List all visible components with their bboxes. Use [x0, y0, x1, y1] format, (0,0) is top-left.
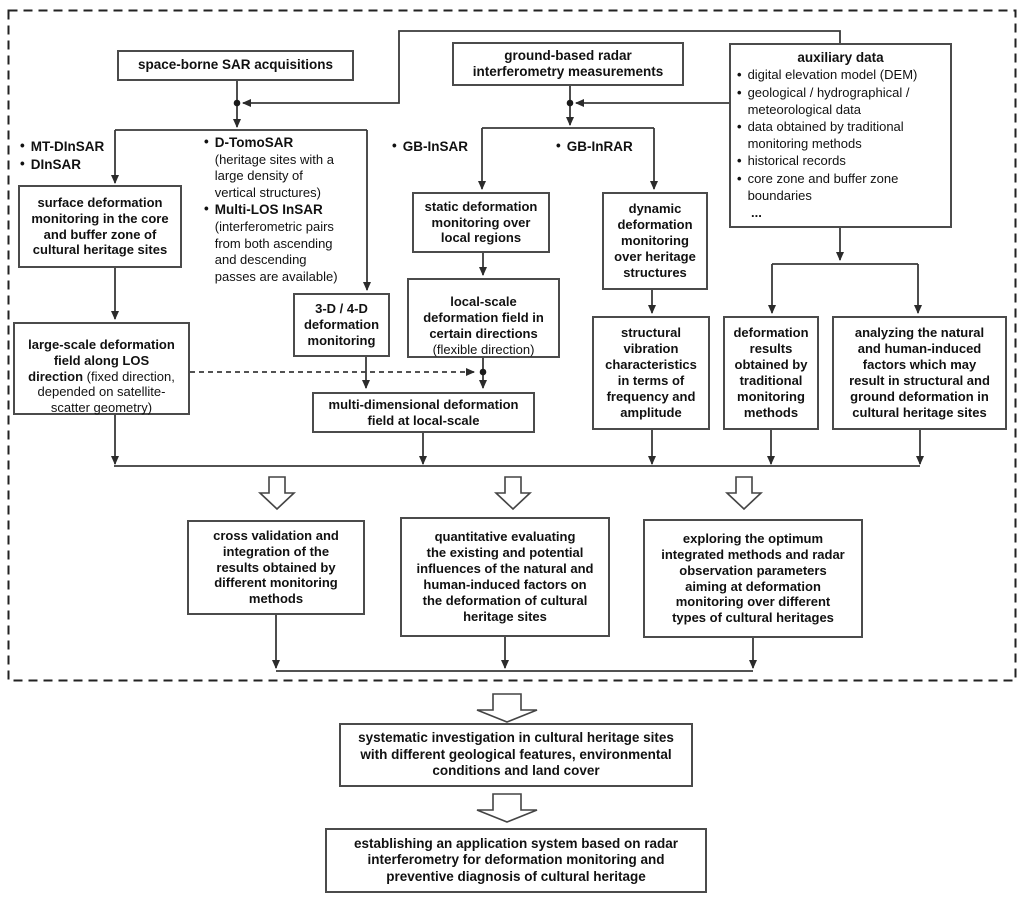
box-establishing-system: establishing an application system based…: [325, 828, 707, 893]
box-deformation-results: deformation results obtained by traditio…: [723, 316, 819, 430]
large-scale-note: (fixed direction, depended on satellite-…: [37, 368, 175, 416]
down-block-arrow-icon: [476, 693, 538, 723]
box-cross-validation: cross validation and integration of the …: [187, 520, 365, 615]
bullet-icon: •: [20, 138, 25, 153]
label-gb-insar: • GB-InSAR: [392, 138, 468, 156]
block-arrow-icons: [257, 476, 764, 823]
label-gb-inrar: • GB-InRAR: [556, 138, 633, 156]
label-tomo-methods: • D-TomoSAR (heritage sites with a large…: [204, 134, 368, 285]
down-block-arrow-icon: [724, 476, 764, 511]
box-systematic-investigation: systematic investigation in cultural her…: [339, 723, 693, 787]
auxiliary-data-title: auxiliary data: [797, 50, 884, 66]
box-surface-deformation: surface deformation monitoring in the co…: [18, 185, 182, 268]
label-d-tomosar-desc: (heritage sites with a large density of …: [214, 151, 334, 200]
gb-inrar-text: GB-InRAR: [566, 139, 633, 154]
local-scale-note: (flexible direction): [432, 341, 535, 357]
aux-item: geological / hydrographical / meteorolog…: [747, 84, 910, 117]
bullet-icon: •: [737, 171, 742, 187]
box-quantitative-evaluating: quantitative evaluating the existing and…: [400, 517, 610, 637]
box-space-borne-sar: space-borne SAR acquisitions: [117, 50, 354, 81]
bullet-icon: •: [737, 153, 742, 169]
local-scale-bold: local-scale deformation field in certain…: [423, 294, 544, 341]
bullet-icon: •: [204, 201, 209, 217]
large-scale-bold: large-scale deformation field along LOS …: [28, 336, 175, 384]
list-item: • digital elevation model (DEM): [737, 67, 917, 84]
aux-item: core zone and buffer zone boundaries: [747, 171, 899, 203]
bullet-icon: •: [737, 67, 742, 83]
gb-insar-text: GB-InSAR: [402, 139, 468, 154]
box-multi-dimensional-field: multi-dimensional deformation field at l…: [312, 392, 535, 433]
aux-item: historical records: [747, 153, 846, 169]
box-auxiliary-data: auxiliary data • digital elevation model…: [729, 43, 952, 228]
label-d-tomosar: D-TomoSAR: [214, 135, 294, 150]
label-spaceborne-methods: • MT-DInSAR • DInSAR: [20, 138, 104, 173]
down-block-arrow-icon: [493, 476, 533, 511]
down-block-arrow-icon: [476, 793, 538, 823]
box-static-deformation: static deformation monitoring over local…: [412, 192, 550, 253]
aux-item: data obtained by traditional monitoring …: [747, 119, 904, 151]
list-item: • data obtained by traditional monitorin…: [737, 119, 904, 152]
dashed-boundary: [7, 9, 1017, 682]
bullet-icon: •: [737, 119, 742, 135]
bullet-icon: •: [737, 84, 742, 100]
aux-item: digital elevation model (DEM): [747, 67, 918, 83]
box-analyzing-factors: analyzing the natural and human-induced …: [832, 316, 1007, 430]
box-dynamic-deformation: dynamic deformation monitoring over heri…: [602, 192, 708, 290]
bullet-icon: •: [204, 134, 209, 149]
list-item: • historical records: [737, 153, 846, 170]
down-block-arrow-icon: [257, 476, 297, 511]
aux-ellipsis: ...: [751, 205, 762, 221]
bullet-icon: •: [392, 138, 397, 153]
label-mt-dinsar: MT-DInSAR: [30, 139, 105, 154]
label-multi-los-desc: (interferometric pairs from both ascendi…: [214, 218, 338, 284]
bullet-icon: •: [20, 155, 25, 171]
box-structural-vibration: structural vibration characteristics in …: [592, 316, 710, 430]
list-item: • core zone and buffer zone boundaries: [737, 171, 898, 204]
box-3d-4d-monitoring: 3-D / 4-D deformation monitoring: [293, 293, 390, 357]
label-dinsar: DInSAR: [30, 156, 81, 172]
box-local-scale-field: local-scale deformation field in certain…: [407, 278, 560, 358]
box-large-scale-field: large-scale deformation field along LOS …: [13, 322, 190, 415]
box-ground-based-radar: ground-based radar interferometry measur…: [452, 42, 684, 86]
bullet-icon: •: [556, 138, 561, 153]
box-exploring-optimum: exploring the optimum integrated methods…: [643, 519, 863, 638]
list-item: • geological / hydrographical / meteorol…: [737, 85, 909, 118]
label-multi-los: Multi-LOS InSAR: [214, 202, 323, 218]
